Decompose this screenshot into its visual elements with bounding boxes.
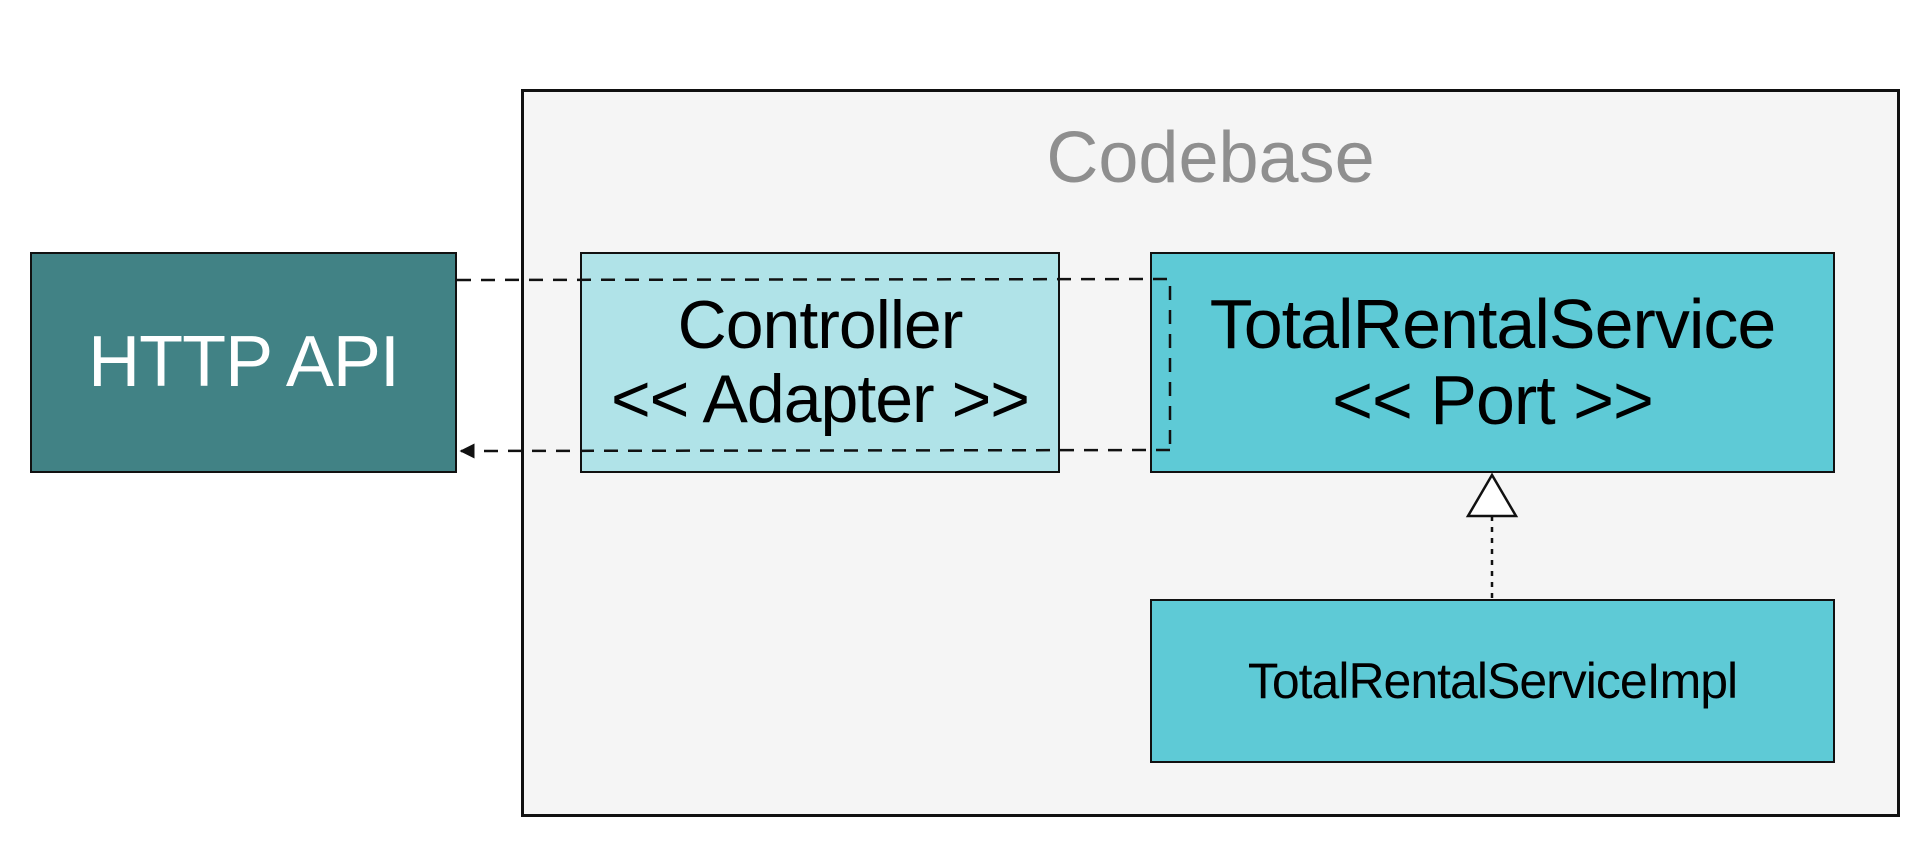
http-api-label: HTTP API (88, 321, 400, 402)
port-stereotype: << Port >> (1332, 360, 1654, 439)
controller-adapter-box[interactable]: Controller << Adapter >> (580, 252, 1060, 473)
total-rental-service-impl-box[interactable]: TotalRentalServiceImpl (1150, 599, 1835, 763)
total-rental-service-port-box[interactable]: TotalRentalService << Port >> (1150, 252, 1835, 473)
controller-label: Controller (677, 287, 964, 364)
http-api-box[interactable]: HTTP API (30, 252, 457, 473)
impl-label: TotalRentalServiceImpl (1247, 653, 1738, 709)
controller-stereotype: << Adapter >> (610, 360, 1030, 437)
codebase-title: Codebase (1046, 118, 1375, 198)
port-label: TotalRentalService (1209, 284, 1777, 363)
